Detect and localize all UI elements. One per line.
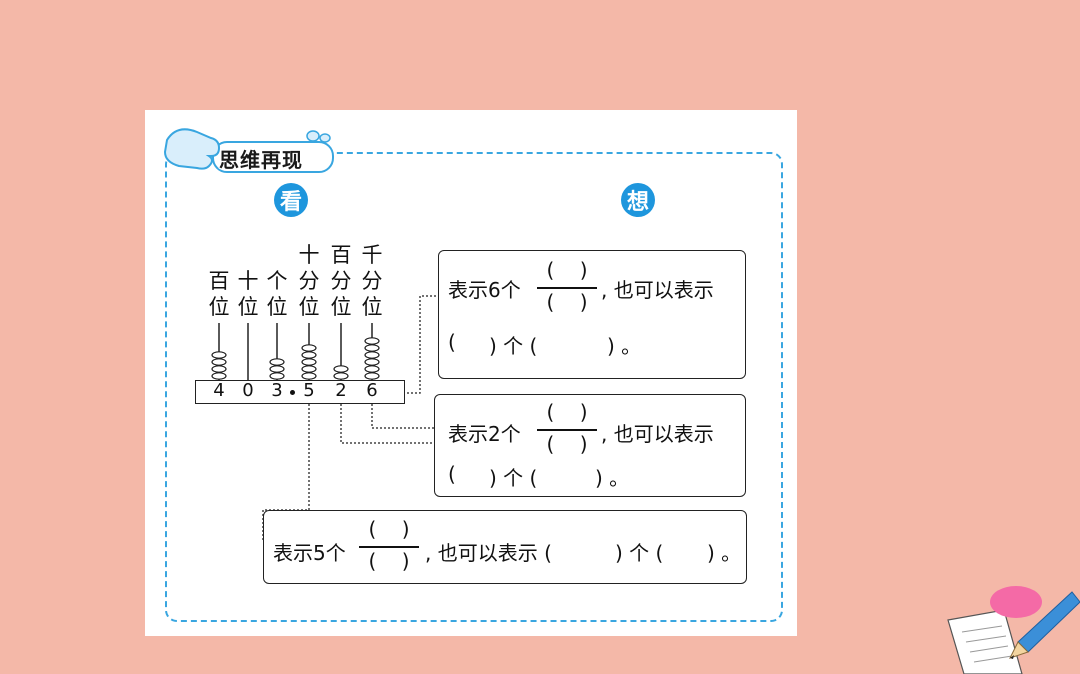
decimal-point [290,390,295,395]
box-six-fraction[interactable]: ( ) ( ) [537,256,597,318]
box-two-blank-2[interactable]: ) 个 ( [489,466,538,490]
box-five-tail[interactable]: , 也可以表示 ( [425,541,552,565]
digit-tenths: 5 [303,380,315,401]
place-label-thousandths: 千分位 [361,243,383,319]
place-label-hundreds: 百位 [208,269,230,319]
dashed-frame [165,152,783,622]
answer-box-six [438,250,746,379]
place-label-hundredths: 百分位 [330,243,352,319]
box-two-tail: , 也可以表示 [601,422,714,446]
worksheet-card: 思维再现 看 想 百位 十位 个位 十分位 百分位 千分位 [145,110,797,636]
place-label-tens: 十位 [237,269,259,319]
box-six-tail: , 也可以表示 [601,278,714,302]
box-six-blank-1[interactable]: ( [448,330,456,354]
digit-ones: 3 [271,380,283,401]
box-six-blank-2[interactable]: ) 个 ( [489,334,538,358]
box-five-lead: 表示5个 [273,541,346,565]
box-two-blank-1[interactable]: ( [448,462,456,486]
hand-banner-icon [163,128,334,173]
digit-hundreds: 4 [213,380,225,401]
abacus-beads [211,337,380,380]
pencil-paper-icon [947,586,1080,674]
banner-title: 思维再现 [219,148,303,172]
box-five-fraction[interactable]: ( ) ( ) [359,515,419,577]
box-six-end: ) 。 [607,334,642,358]
think-badge: 想 [621,183,655,217]
number-display [195,380,405,404]
digit-hundredths: 2 [335,380,347,401]
answer-box-five [263,510,747,584]
connector-lines [262,295,438,542]
box-six-lead: 表示6个 [448,278,521,302]
box-two-lead: 表示2个 [448,422,521,446]
look-badge: 看 [274,183,308,217]
digit-tens: 0 [242,380,254,401]
place-label-ones: 个位 [266,269,288,319]
box-five-mid[interactable]: ) 个 ( [615,541,664,565]
box-five-end: ) 。 [707,541,742,565]
box-two-fraction[interactable]: ( ) ( ) [537,398,597,460]
digit-thousandths: 6 [366,380,378,401]
place-label-tenths: 十分位 [298,243,320,319]
answer-box-two [434,394,746,497]
box-two-end: ) 。 [595,466,630,490]
